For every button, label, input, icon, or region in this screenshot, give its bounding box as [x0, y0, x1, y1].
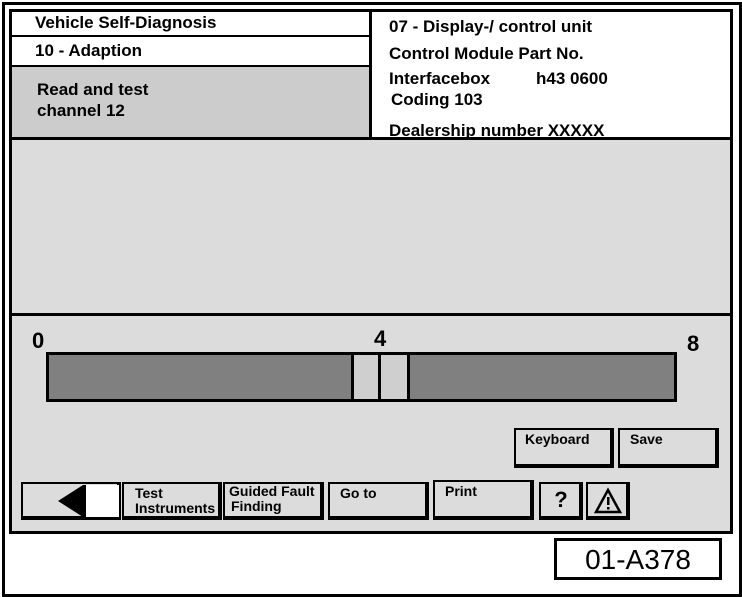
part-number-label: Control Module Part No.: [389, 44, 584, 63]
function-description: Read and test channel 12: [12, 67, 372, 140]
warning-button[interactable]: [586, 482, 630, 520]
help-icon: ?: [554, 487, 568, 512]
scale-mid-label: 4: [374, 326, 387, 351]
dealership-number: Dealership number XXXXX: [389, 121, 605, 140]
scale-max-label: 8: [687, 331, 700, 356]
guided-fault-label-2: Finding: [231, 498, 282, 514]
diagnosis-screen: Vehicle Self-Diagnosis 10 - Adaption Rea…: [9, 9, 733, 534]
scale-min-label: 0: [32, 328, 45, 353]
test-instruments-label-1: Test: [135, 485, 163, 501]
function-title: 10 - Adaption: [12, 37, 372, 67]
app-title: Vehicle Self-Diagnosis: [12, 12, 372, 37]
guided-fault-label-1: Guided Fault: [229, 483, 315, 499]
go-to-button[interactable]: Go to: [328, 482, 429, 520]
test-instruments-label-2: Instruments: [135, 500, 216, 516]
description-line-1: Read and test: [37, 80, 149, 99]
back-arrow-icon: [58, 485, 119, 517]
interface-value: h43 0600: [536, 69, 608, 88]
help-button[interactable]: ?: [539, 482, 583, 520]
display-area: [12, 140, 730, 316]
test-instruments-button[interactable]: Test Instruments: [122, 482, 222, 520]
description-line-2: channel 12: [37, 101, 125, 120]
interface-label: Interfacebox: [389, 69, 491, 88]
keyboard-button[interactable]: Keyboard: [514, 428, 614, 468]
control-unit-info: 07 - Display-/ control unit Control Modu…: [372, 12, 730, 140]
figure-code: 01-A378: [554, 538, 722, 580]
warning-triangle-icon: [593, 487, 623, 514]
print-button[interactable]: Print: [433, 480, 534, 520]
scale-indicator-marker: [378, 352, 381, 402]
guided-fault-finding-button[interactable]: Guided Fault Finding: [223, 482, 324, 520]
back-button[interactable]: [21, 482, 121, 520]
save-button[interactable]: Save: [618, 428, 719, 468]
coding-value: Coding 103: [391, 90, 483, 109]
unit-name: 07 - Display-/ control unit: [389, 17, 593, 36]
